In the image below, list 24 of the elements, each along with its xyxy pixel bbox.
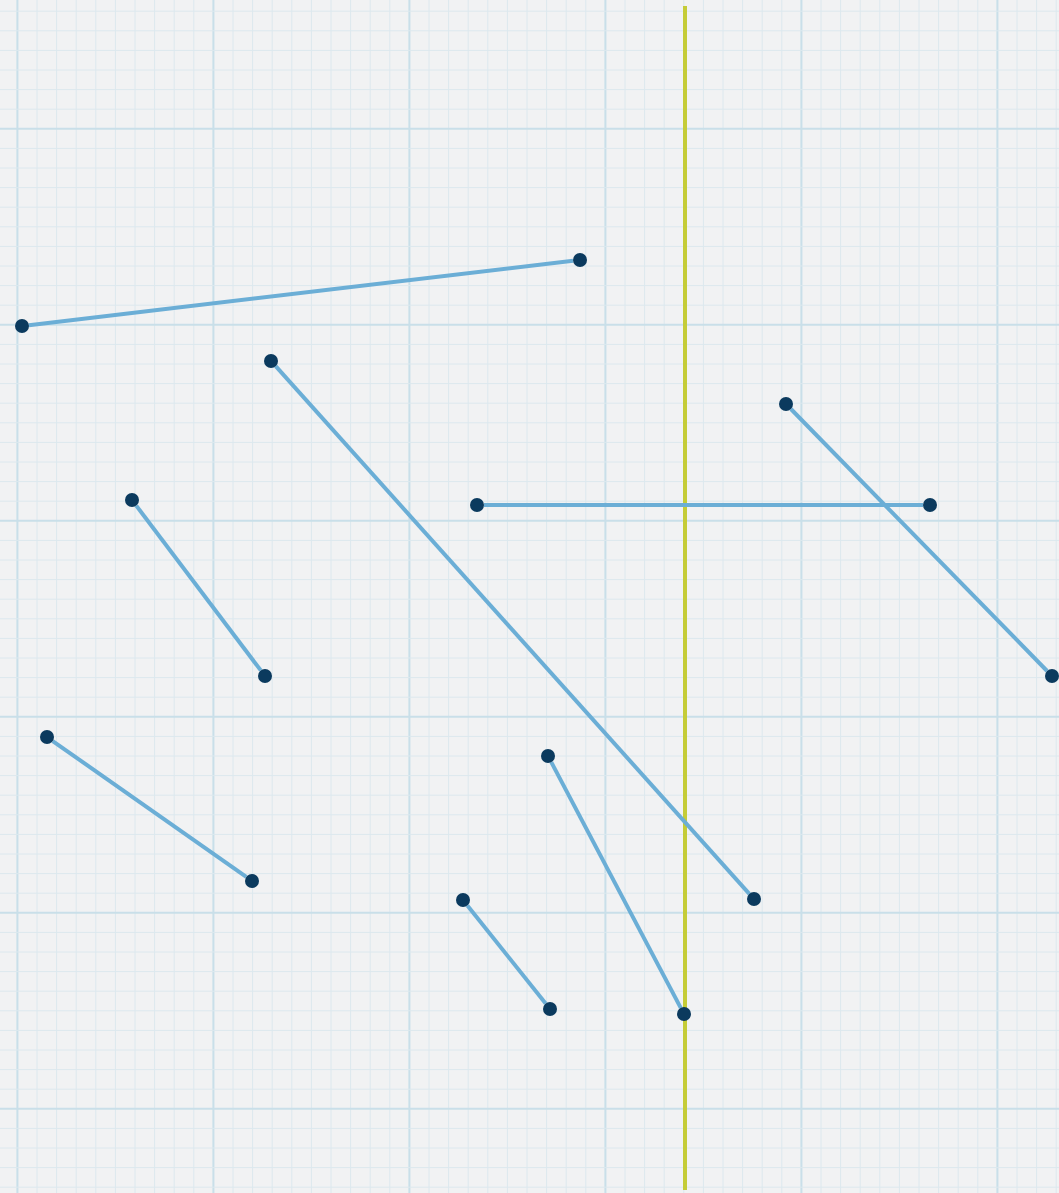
line-segment [484,503,923,507]
line-segment [51,739,248,879]
endpoint-dot [258,669,272,683]
endpoint-dot [15,319,29,333]
endpoint-dot [541,749,555,763]
endpoint-dot [747,892,761,906]
endpoint-dot [125,493,139,507]
line-segment [465,904,548,1005]
endpoint-dot [456,893,470,907]
endpoint-dot [779,397,793,411]
line-segment [789,407,1049,673]
line-segment [549,761,683,1009]
line-segment [28,258,574,328]
line-segment [134,504,263,672]
line-segment [274,364,751,896]
endpoint-dot [677,1007,691,1021]
endpoint-dot [573,253,587,267]
endpoint-dot [264,354,278,368]
endpoint-dot [543,1002,557,1016]
endpoint-dot [1045,669,1059,683]
endpoint-dot [923,498,937,512]
endpoint-dot [40,730,54,744]
endpoint-dot [245,874,259,888]
endpoint-dot [470,498,484,512]
